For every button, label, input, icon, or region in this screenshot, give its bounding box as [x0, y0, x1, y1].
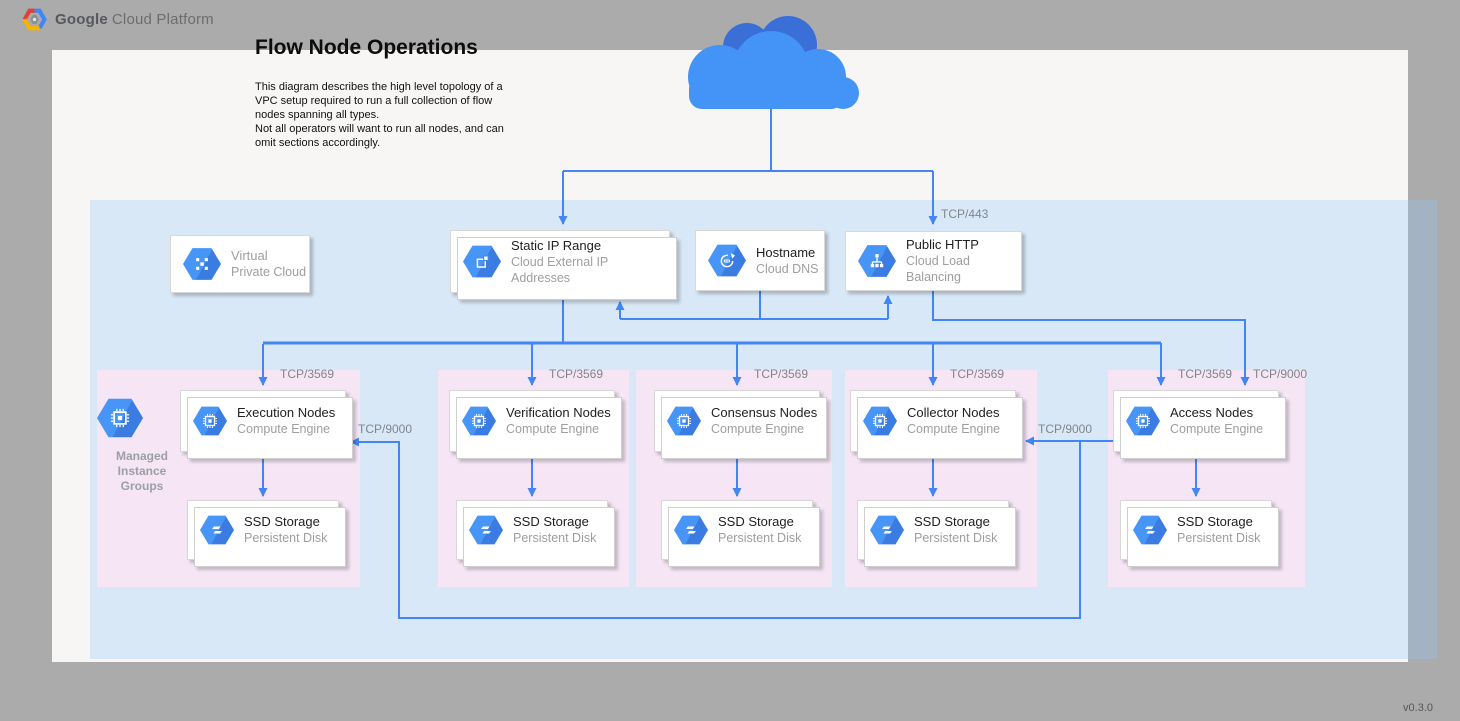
virtual-private-cloud-icon [183, 248, 221, 280]
persistent-disk-icon [469, 515, 503, 545]
persistent-disk-icon [870, 515, 904, 545]
card-static-ip-range: Static IP Range Cloud External IP Addres… [450, 230, 677, 300]
card-title: SSD Storage [244, 514, 320, 529]
edge-label-tcp443: TCP/443 [941, 207, 989, 221]
card-public-http: Public HTTP Cloud Load Balancing [845, 231, 1022, 291]
card-title: SSD Storage [1177, 514, 1253, 529]
card-subtitle: Persistent Disk [513, 531, 597, 545]
card-title: Verification Nodes [506, 405, 611, 420]
version-label: v0.3.0 [1403, 702, 1433, 714]
cloud-load-balancing-icon [858, 245, 896, 277]
edge-label-tcp3569-consensus: TCP/3569 [754, 367, 809, 381]
google-cloud-platform-logo-icon [22, 8, 47, 31]
card-title: Consensus Nodes [711, 405, 818, 420]
edge-label-tcp3569-access: TCP/3569 [1178, 367, 1233, 381]
card-title: SSD Storage [718, 514, 794, 529]
managed-instance-groups-icon [97, 398, 143, 438]
card-title: SSD Storage [513, 514, 589, 529]
persistent-disk-icon [200, 515, 234, 545]
persistent-disk-icon [674, 515, 708, 545]
card-title: Execution Nodes [237, 405, 336, 420]
card-subtitle: Persistent Disk [1177, 531, 1261, 545]
card-virtual-private-cloud: Virtual Private Cloud [170, 235, 310, 293]
page-description: This diagram describes the high level to… [255, 81, 504, 149]
card-subtitle: Compute Engine [907, 422, 1001, 436]
card-title: Static IP Range [511, 237, 602, 253]
card-title: Access Nodes [1170, 405, 1254, 420]
card-subtitle: Compute Engine [237, 422, 331, 436]
managed-instance-groups-label: Managed Instance Groups [115, 449, 168, 493]
edge-label-tcp9000-collector: TCP/9000 [1038, 422, 1093, 436]
card-subtitle: Persistent Disk [718, 531, 802, 545]
managed-instance-groups: Managed Instance Groups [97, 398, 187, 494]
card-subtitle: Cloud Load Balancing [906, 254, 970, 284]
card-subtitle: Compute Engine [711, 422, 805, 436]
edge-label-tcp9000-access: TCP/9000 [1253, 367, 1308, 381]
card-subtitle: Private Cloud [231, 265, 307, 279]
edge-label-tcp3569-collector: TCP/3569 [950, 367, 1005, 381]
page-title: Flow Node Operations [255, 36, 478, 59]
card-subtitle: Cloud External IP Addresses [511, 254, 609, 285]
internet-cloud-icon [688, 16, 859, 109]
card-subtitle: Cloud DNS [756, 261, 819, 276]
brand-google: Google [55, 11, 108, 28]
card-subtitle: Persistent Disk [244, 531, 328, 545]
card-subtitle: Compute Engine [506, 422, 600, 436]
compute-engine-icon [193, 406, 227, 436]
card-title: Hostname [756, 244, 816, 260]
card-title: SSD Storage [914, 514, 990, 529]
card-title: Collector Nodes [907, 405, 1000, 420]
edge-label-tcp3569-execution: TCP/3569 [280, 367, 335, 381]
edge-label-tcp3569-verification: TCP/3569 [549, 367, 604, 381]
card-title: Public HTTP [906, 237, 979, 252]
compute-engine-icon [462, 406, 496, 436]
cloud-dns-icon [708, 244, 746, 277]
card-subtitle: Persistent Disk [914, 531, 998, 545]
edge-label-tcp9000-execution: TCP/9000 [358, 422, 413, 436]
compute-engine-icon [863, 406, 897, 436]
card-subtitle: Compute Engine [1170, 422, 1264, 436]
card-hostname: Hostname Cloud DNS [695, 230, 825, 291]
compute-engine-icon [667, 406, 701, 436]
compute-engine-icon [1126, 406, 1160, 436]
brand-cloud-platform: Cloud Platform [111, 11, 214, 28]
persistent-disk-icon [1133, 515, 1167, 545]
card-title: Virtual [231, 248, 268, 263]
external-ip-icon [463, 245, 501, 278]
